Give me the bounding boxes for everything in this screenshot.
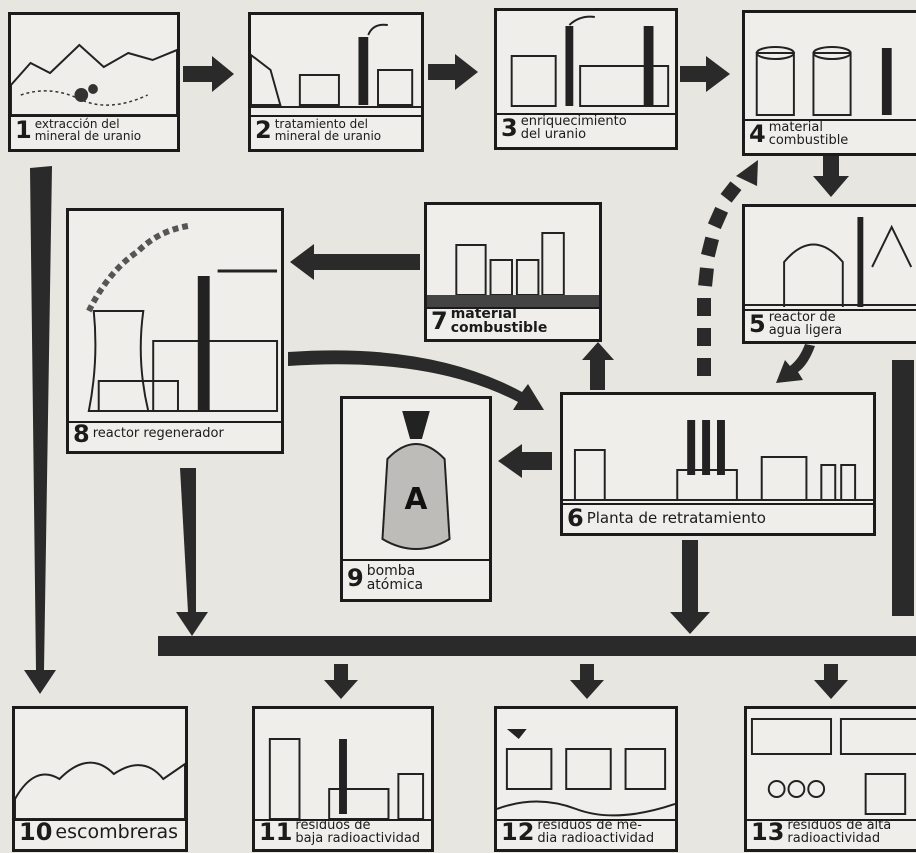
stage-caption-line-2: radioactividad — [787, 831, 881, 846]
stage-4-fuel: 4 material combustible — [742, 10, 916, 156]
stage-number: 1 — [15, 116, 32, 144]
stage-2-ore-treatment: 2 tratamiento del mineral de uranio — [248, 12, 424, 152]
stage-caption-line-2: mineral de uranio — [274, 129, 382, 143]
stage-5-light-water-reactor: 5 reactor de agua ligera — [742, 204, 916, 344]
stage-caption-line-2: agua ligera — [768, 323, 843, 338]
arrow-4-to-5 — [813, 154, 849, 197]
low-level-waste-illustration — [255, 709, 431, 821]
stage-9-atomic-bomb: A 9 bomba atómica — [340, 396, 492, 602]
reprocessing-plant-illustration — [563, 395, 873, 505]
stage-caption-line-1: reactor de — [768, 310, 836, 325]
stage-10-spoil-heaps: 10 escombreras — [12, 706, 188, 852]
stage-number: 5 — [749, 310, 766, 338]
fuel-tanks-illustration — [745, 13, 916, 121]
arrow-to-13 — [814, 664, 848, 699]
arrow-2-to-3 — [428, 54, 478, 90]
arrow-1-to-10 — [24, 166, 56, 694]
stage-number: 12 — [501, 818, 535, 846]
stage-12-medium-level-waste: 12 residuos de me- dia radioactividad — [494, 706, 678, 852]
stage-number: 3 — [501, 114, 518, 142]
stage-number: 10 — [19, 818, 53, 846]
stage-caption-line-1: escombreras — [55, 821, 179, 843]
stage-caption-line-1: residuos de — [295, 818, 371, 833]
stage-number: 4 — [749, 120, 766, 148]
arrow-5-to-6 — [776, 344, 815, 383]
reactor-illustration — [745, 207, 916, 311]
arrow-6-to-7 — [582, 342, 614, 390]
arrow-6-to-4-dashed — [697, 160, 758, 376]
arrow-7-to-8 — [290, 244, 420, 280]
bomb-letter: A — [405, 482, 428, 517]
collector-bar — [158, 636, 916, 656]
stage-1-mining: 1 extracción del mineral de uranio — [8, 12, 180, 152]
mountains-illustration — [11, 15, 177, 117]
ore-plant-illustration — [251, 15, 421, 117]
stage-caption-line-1: Planta de retratamiento — [586, 509, 766, 527]
stage-caption-line-2: del uranio — [520, 127, 587, 142]
stage-6-reprocessing-plant: 6 Planta de retratamiento — [560, 392, 876, 536]
arrow-3-to-4 — [680, 56, 730, 92]
stage-caption-line-1: reactor regenerador — [92, 426, 224, 441]
stage-number: 8 — [73, 420, 90, 448]
stage-caption-line-2: combustible — [768, 133, 849, 148]
arrow-6-down — [670, 540, 710, 634]
medium-level-waste-illustration — [497, 709, 675, 821]
spoil-heaps-illustration — [15, 709, 185, 821]
stage-11-low-level-waste: 11 residuos de baja radioactividad — [252, 706, 434, 852]
arrow-to-11 — [324, 664, 358, 699]
stage-caption-line-2: combustible — [450, 320, 548, 336]
arrow-5-down — [892, 360, 914, 616]
stage-caption-line-1: residuos de alta — [787, 818, 892, 833]
arrow-1-to-2 — [183, 56, 234, 92]
fuel-plant-illustration — [427, 205, 599, 309]
arrow-to-12 — [570, 664, 604, 699]
stage-caption-line-1: enriquecimiento — [520, 114, 627, 129]
breeder-reactor-illustration — [69, 211, 281, 423]
stage-number: 6 — [567, 504, 584, 532]
stage-13-high-level-waste: 13 residuos de alta radioactividad — [744, 706, 916, 852]
stage-caption-line-2: baja radioactividad — [295, 831, 421, 846]
arrow-8-down — [176, 468, 208, 636]
stage-number: 11 — [259, 818, 293, 846]
stage-number: 9 — [347, 564, 364, 592]
stage-number: 7 — [431, 307, 448, 335]
stage-caption-line-1: tratamiento del — [274, 117, 368, 131]
stage-number: 2 — [255, 116, 272, 144]
enrichment-plant-illustration — [497, 11, 675, 115]
bomb-illustration: A — [343, 399, 489, 561]
stage-caption-line-1: material — [450, 306, 517, 322]
stage-7-fuel: 7 material combustible — [424, 202, 602, 342]
stage-caption-line-2: dia radioactividad — [537, 831, 655, 846]
stage-number: 13 — [751, 818, 785, 846]
stage-caption-line-1: bomba — [366, 563, 416, 579]
stage-caption-line-1: extracción del — [34, 117, 120, 131]
stage-caption-line-1: residuos de me- — [537, 818, 642, 833]
stage-3-enrichment: 3 enriquecimiento del uranio — [494, 8, 678, 150]
stage-caption-line-2: atómica — [366, 577, 424, 593]
arrow-6-to-9 — [498, 444, 552, 478]
stage-caption-line-2: mineral de uranio — [34, 129, 142, 143]
stage-caption-line-1: material — [768, 120, 823, 135]
high-level-waste-illustration — [747, 709, 916, 821]
arrow-8-to-6 — [288, 350, 544, 410]
stage-8-breeder-reactor: 8 reactor regenerador — [66, 208, 284, 454]
